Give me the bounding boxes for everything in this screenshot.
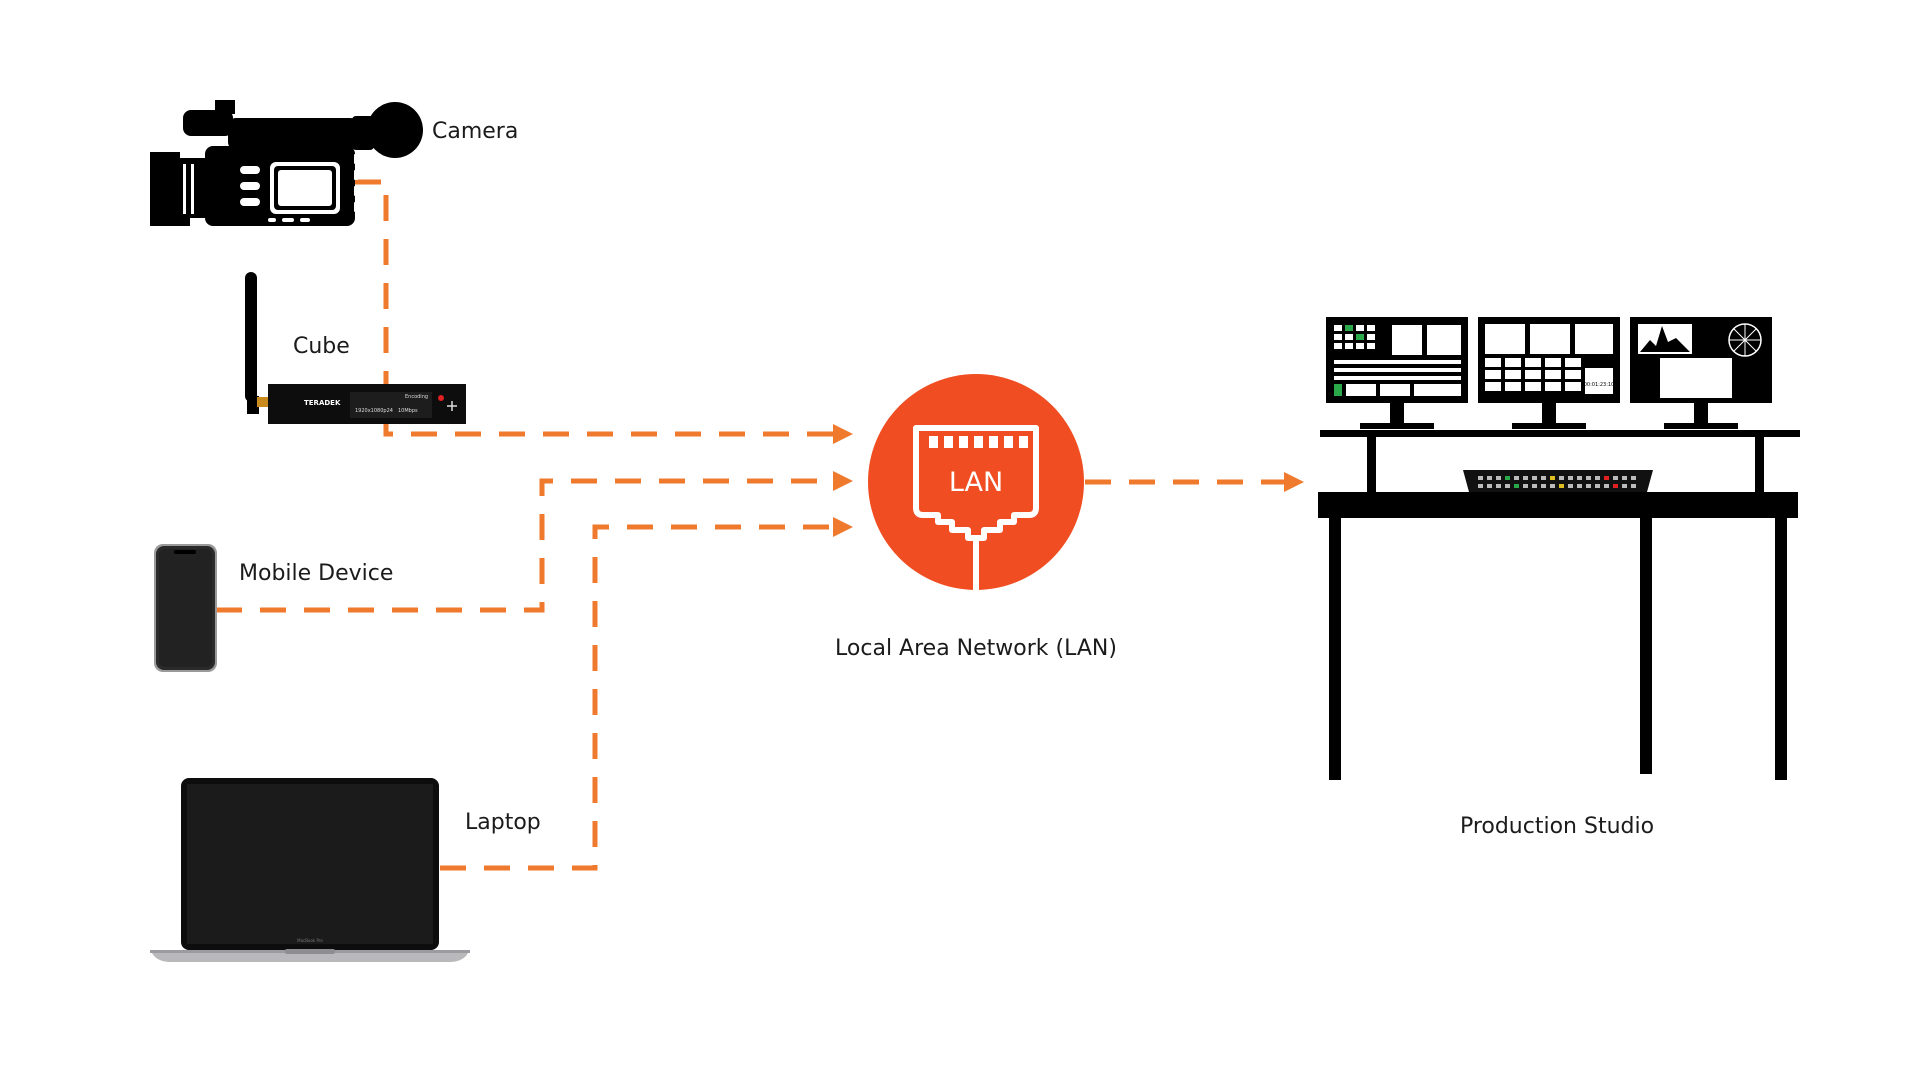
cube-status-text: Encoding xyxy=(405,394,428,400)
smartphone-icon xyxy=(154,544,217,672)
monitor-center: 00:01:23:10 xyxy=(1478,317,1620,429)
arrowheads xyxy=(833,424,1304,537)
ethernet-port-icon: LAN xyxy=(868,374,1084,590)
video-camera-icon xyxy=(150,100,423,226)
monitor-timecode-text: 00:01:23:10 xyxy=(1584,382,1615,388)
lan-caption: Local Area Network (LAN) xyxy=(835,636,1117,661)
arrowhead-mobile xyxy=(833,471,853,491)
lan-icon-text: LAN xyxy=(949,467,1003,498)
arrowhead-camera xyxy=(833,424,853,444)
laptop-icon: MacBook Pro xyxy=(150,778,470,962)
laptop-model-text: MacBook Pro xyxy=(297,938,323,943)
cube-brand-text: TERADEK xyxy=(304,399,341,407)
arrowhead-studio xyxy=(1284,472,1304,492)
monitor-left xyxy=(1326,317,1468,429)
mobile-to-lan-line xyxy=(216,478,835,613)
cube-label: Cube xyxy=(293,334,350,359)
switcher-buttons xyxy=(1478,476,1636,488)
camera-to-lan-line xyxy=(355,179,835,437)
monitor-right xyxy=(1630,317,1772,429)
connectors xyxy=(216,179,1285,871)
mobile-device-label: Mobile Device xyxy=(239,561,394,586)
production-desk-icon: 00:01:23:10 xyxy=(1318,317,1800,780)
laptop-label: Laptop xyxy=(465,810,541,835)
arrowhead-laptop xyxy=(833,517,853,537)
cube-bitrate-text: 10Mbps xyxy=(398,408,418,414)
cube-resolution-text: 1920x1080p24 xyxy=(355,408,393,414)
camera-label: Camera xyxy=(432,119,519,144)
production-studio-label: Production Studio xyxy=(1459,814,1655,839)
laptop-to-lan-line xyxy=(440,524,835,871)
encoder-icon: TERADEK Encoding 1920x1080p24 10Mbps xyxy=(245,272,466,424)
